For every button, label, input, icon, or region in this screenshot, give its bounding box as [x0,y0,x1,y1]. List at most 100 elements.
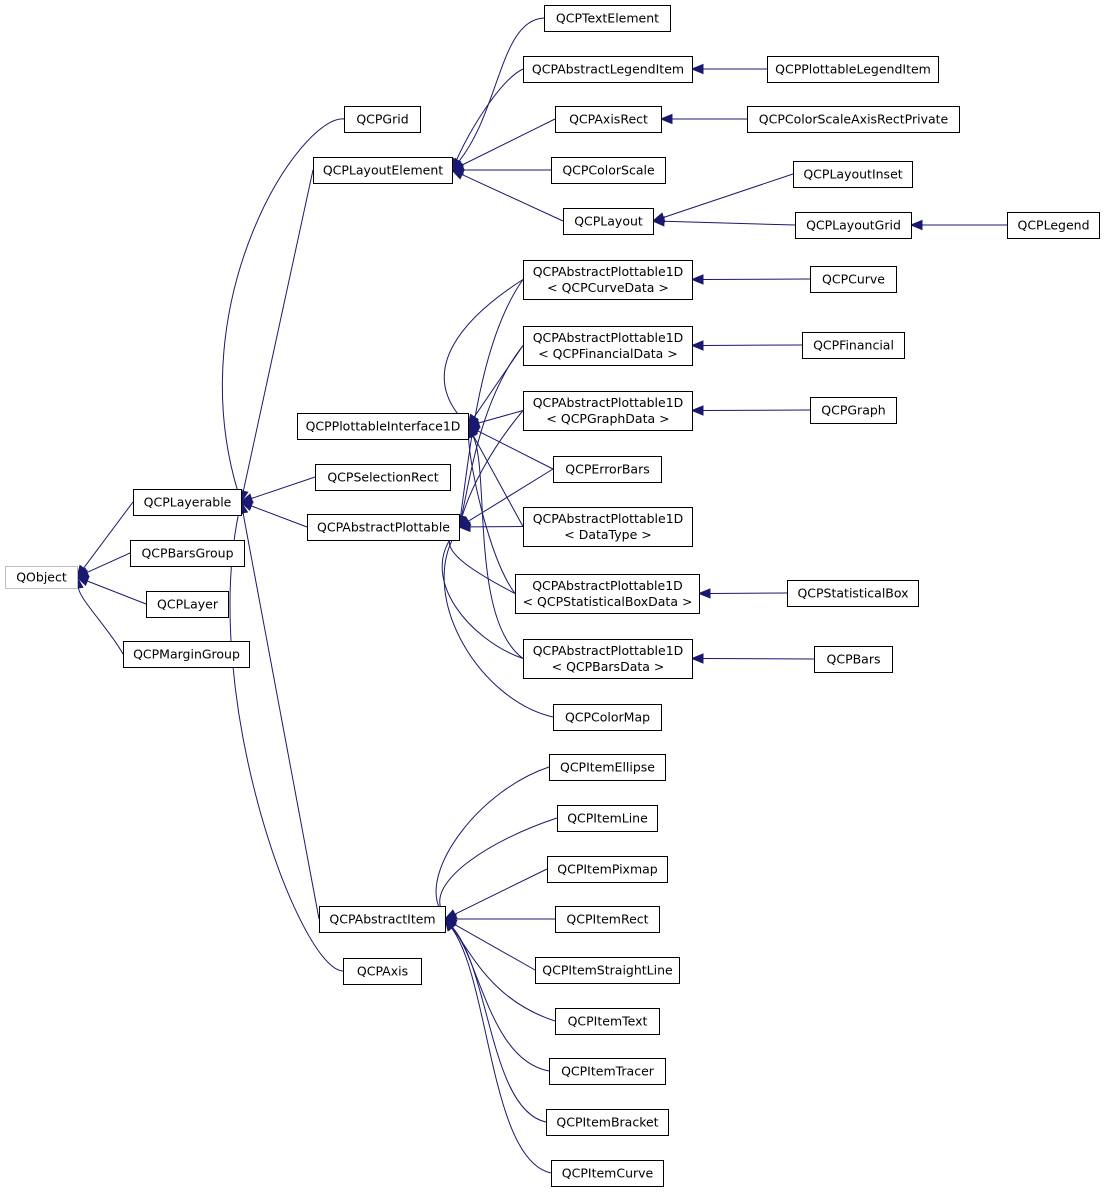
class-node-label: QCPLayout [574,214,643,229]
class-node-qcpabstract-plottable[interactable]: QCPAbstractPlottable [307,514,460,541]
class-node-qcpitem-line[interactable]: QCPItemLine [557,805,658,832]
class-node-box [551,1160,664,1187]
class-node-qcpgraph[interactable]: QCPGraph [810,397,897,424]
class-node-label: QObject [16,570,67,585]
class-node-qcpselection-rect[interactable]: QCPSelectionRect [315,464,451,491]
edge-line [83,501,134,569]
class-node-qcpitem-curve[interactable]: QCPItemCurve [551,1160,664,1187]
class-node-box [553,704,662,731]
class-node-qcpabstract-plottable1-d-data-type[interactable]: QCPAbstractPlottable1D< DataType > [523,507,693,547]
edge-qcplayout-element-to-qcplayerable [238,169,314,504]
class-node-box [313,157,453,184]
class-node-label: QCPAbstractPlottable1D [533,264,684,279]
class-node-qcpcolor-scale[interactable]: QCPColorScale [551,157,666,184]
edge-line [77,587,124,655]
class-node-box [549,754,666,781]
class-node-qcpcurve[interactable]: QCPCurve [810,266,897,293]
class-node-qcplegend[interactable]: QCPLegend [1007,212,1100,239]
edge-qcpmargin-group-to-qobject [73,575,124,655]
edge-arrowhead [457,521,471,533]
edge-line [472,435,524,527]
edge-line [468,468,554,522]
class-node-qcpfinancial[interactable]: QCPFinancial [802,332,905,359]
class-node-label: QCPItemText [568,1014,648,1029]
class-node-label: QCPItemStraightLine [542,963,673,978]
class-node-box [546,1109,669,1136]
edge-qcpcurve-to-qcpabstract-plottable1-d-curve [690,274,811,285]
class-node-qcpabstract-plottable1-d-bars[interactable]: QCPAbstractPlottable1D< QCPBarsData > [523,639,693,679]
edge-line [229,512,344,972]
class-node-label: QCPBars [827,652,881,667]
class-node-box [810,397,897,424]
class-node-qcplayout-element[interactable]: QCPLayoutElement [313,157,453,184]
edge-qcpgraph-to-qcpabstract-plottable1-d-graph [690,405,811,416]
class-node-qcpstatistical-box[interactable]: QCPStatisticalBox [787,580,919,607]
class-node-label: < QCPStatisticalBoxData > [523,594,693,609]
edge-qcpitem-pixmap-to-qcpabstract-item [443,868,548,920]
edge-qcplegend-to-qcplayout-grid [909,219,1007,231]
class-node-qcperror-bars[interactable]: QCPErrorBars [553,456,662,483]
edge-line [478,410,524,424]
class-node-qcpabstract-plottable1-d-stat-box[interactable]: QCPAbstractPlottable1D< QCPStatisticalBo… [515,574,700,614]
class-node-label: QCPGrid [356,112,408,127]
edge-qcpabstract-plottable-to-qcplayerable [239,501,308,528]
class-node-box [523,391,693,431]
class-node-qcplayout-inset[interactable]: QCPLayoutInset [793,161,913,188]
class-node-qcpitem-tracer[interactable]: QCPItemTracer [549,1058,666,1085]
class-node-qcpitem-straight-line[interactable]: QCPItemStraightLine [535,957,680,984]
class-node-qcpabstract-plottable1-d-financial[interactable]: QCPAbstractPlottable1D< QCPFinancialData… [523,326,693,366]
class-node-qcpabstract-plottable1-d-graph[interactable]: QCPAbstractPlottable1D< QCPGraphData > [523,391,693,431]
class-node-qcptext-element[interactable]: QCPTextElement [544,5,671,32]
class-node-qcplayout[interactable]: QCPLayout [563,208,654,235]
class-node-qcpabstract-plottable1-d-curve[interactable]: QCPAbstractPlottable1D< QCPCurveData > [523,260,693,300]
class-node-qcpaxis[interactable]: QCPAxis [343,958,422,985]
edge-line [443,279,524,418]
class-node-qcpmargin-group[interactable]: QCPMarginGroup [123,641,250,668]
class-node-qcpplottable-interface1-d[interactable]: QCPPlottableInterface1D [297,413,469,440]
edge-qcpitem-curve-to-qcpabstract-item [444,917,552,1174]
edge-arrowhead [690,274,704,285]
class-node-box [555,1008,660,1035]
class-node-label: QCPAxis [357,964,408,979]
edge-line [451,926,547,1123]
edge-arrowhead [909,219,923,231]
class-node-qcpabstract-legend-item[interactable]: QCPAbstractLegendItem [523,56,693,83]
class-node-qcpitem-rect[interactable]: QCPItemRect [555,906,660,933]
class-node-qobject[interactable]: QObject [5,566,78,589]
edge-qcpabstract-item-to-qcplayerable [237,500,320,920]
edge-arrowhead [690,653,704,664]
class-node-qcpcolor-scale-axis-rect-private[interactable]: QCPColorScaleAxisRectPrivate [747,106,960,133]
class-node-box [747,106,960,133]
class-node-qcpplottable-legend-item[interactable]: QCPPlottableLegendItem [767,56,939,83]
edge-line [663,220,796,226]
class-node-box [810,266,897,293]
edge-qcpitem-rect-to-qcpabstract-item [443,913,555,925]
class-node-qcpbars[interactable]: QCPBars [814,646,893,673]
class-node-box [563,208,654,235]
class-node-box [795,212,912,239]
class-node-qcplayer[interactable]: QCPLayer [146,591,229,618]
class-node-box [523,260,693,300]
class-node-box [523,326,693,366]
class-node-qcpitem-text[interactable]: QCPItemText [555,1008,660,1035]
class-node-label: QCPAbstractPlottable1D [533,511,684,526]
class-node-qcpcolor-map[interactable]: QCPColorMap [553,704,662,731]
class-node-qcpgrid[interactable]: QCPGrid [344,106,421,133]
class-node-qcpitem-bracket[interactable]: QCPItemBracket [546,1109,669,1136]
class-node-label: QCPColorScaleAxisRectPrivate [759,112,949,127]
class-node-qcpitem-pixmap[interactable]: QCPItemPixmap [547,856,668,883]
class-node-qcpaxis-rect[interactable]: QCPAxisRect [555,106,662,133]
class-node-label: < QCPBarsData > [552,659,665,674]
class-node-box [523,507,693,547]
class-node-qcplayerable[interactable]: QCPLayerable [133,489,242,516]
edge-qcpabstract-plottable1-d-data-type-to-qcpabstract-plottable [457,521,524,533]
class-node-label: QCPTextElement [556,11,659,26]
class-node-qcpbars-group[interactable]: QCPBarsGroup [130,540,245,567]
class-node-box [133,489,242,516]
class-node-qcplayout-grid[interactable]: QCPLayoutGrid [795,212,912,239]
class-node-box [523,639,693,679]
class-node-qcpitem-ellipse[interactable]: QCPItemEllipse [549,754,666,781]
class-node-box [557,805,658,832]
class-node-qcpabstract-item[interactable]: QCPAbstractItem [319,906,446,933]
